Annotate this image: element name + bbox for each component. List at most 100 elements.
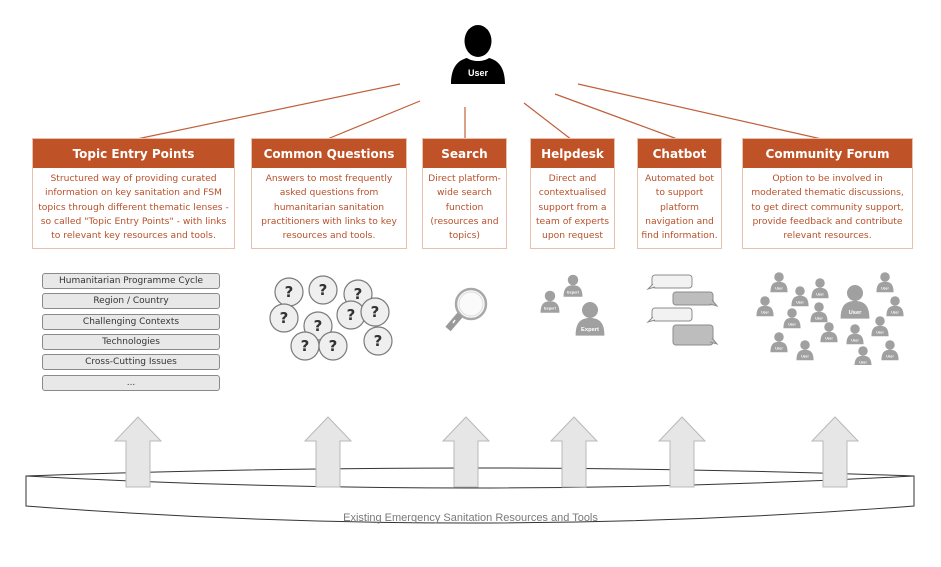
svg-text:User: User bbox=[849, 310, 863, 316]
platform-label: Existing Emergency Sanitation Resources … bbox=[343, 512, 598, 524]
lens-item[interactable]: ... bbox=[42, 375, 220, 391]
chat-bubble-bot bbox=[646, 274, 693, 291]
card-title: Search bbox=[423, 139, 506, 168]
connector-community-forum bbox=[577, 83, 827, 141]
chat-bubbles-icon bbox=[646, 274, 719, 346]
svg-text:Expert: Expert bbox=[581, 327, 599, 333]
card-description: Answers to most frequently asked questio… bbox=[261, 173, 397, 242]
svg-text:?: ? bbox=[285, 283, 294, 301]
svg-text:User: User bbox=[815, 316, 823, 320]
svg-text:Expert: Expert bbox=[544, 307, 556, 311]
community-person: User bbox=[783, 308, 801, 329]
platform-top-edge bbox=[25, 475, 915, 489]
connector-chatbot bbox=[554, 93, 681, 141]
svg-text:?: ? bbox=[374, 332, 383, 350]
svg-text:?: ? bbox=[280, 309, 289, 327]
community-person: User bbox=[756, 296, 774, 317]
question-bubble: ? bbox=[363, 326, 393, 356]
svg-text:User: User bbox=[859, 360, 867, 364]
svg-text:User: User bbox=[801, 354, 809, 358]
lens-item[interactable]: Challenging Contexts bbox=[42, 314, 220, 330]
community-person: User bbox=[840, 285, 870, 319]
up-arrow-icon bbox=[441, 416, 491, 488]
lens-item[interactable]: Humanitarian Programme Cycle bbox=[42, 273, 220, 289]
question-bubbles-icon: ?????????? bbox=[269, 275, 393, 361]
question-bubble: ? bbox=[274, 277, 304, 307]
svg-text:User: User bbox=[851, 338, 859, 342]
card-description: Structured way of providing curated info… bbox=[38, 173, 229, 242]
card-search: Search Direct platform-wide search funct… bbox=[422, 138, 507, 249]
svg-text:?: ? bbox=[329, 337, 338, 355]
svg-text:?: ? bbox=[371, 303, 380, 321]
up-arrow-icon bbox=[657, 416, 707, 488]
card-title: Common Questions bbox=[252, 139, 406, 168]
svg-text:User: User bbox=[881, 286, 889, 290]
community-person: User bbox=[886, 296, 904, 317]
question-bubble: ? bbox=[318, 331, 348, 361]
svg-text:?: ? bbox=[354, 285, 363, 303]
community-person: User bbox=[796, 340, 814, 361]
up-arrow-icon bbox=[549, 416, 599, 488]
svg-text:User: User bbox=[775, 286, 783, 290]
card-title: Topic Entry Points bbox=[33, 139, 234, 168]
up-arrow-icon bbox=[303, 416, 353, 488]
svg-text:User: User bbox=[891, 310, 899, 314]
community-person: User bbox=[811, 278, 829, 299]
community-person: User bbox=[810, 302, 828, 323]
card-chatbot: Chatbot Automated bot to support platfor… bbox=[637, 138, 722, 249]
svg-text:?: ? bbox=[319, 281, 328, 299]
svg-text:User: User bbox=[788, 322, 796, 326]
svg-text:Expert: Expert bbox=[567, 291, 579, 295]
user-label: User bbox=[467, 68, 488, 78]
lens-item[interactable]: Technologies bbox=[42, 334, 220, 350]
lens-item[interactable]: Region / Country bbox=[42, 293, 220, 309]
up-arrow-icon bbox=[113, 416, 163, 488]
community-person: User bbox=[881, 340, 899, 361]
lens-item[interactable]: Cross-Cutting Issues bbox=[42, 354, 220, 370]
question-bubble: ? bbox=[308, 275, 338, 305]
chat-bubble-bot bbox=[646, 307, 693, 324]
community-person: User bbox=[770, 332, 788, 353]
card-common-questions: Common Questions Answers to most frequen… bbox=[251, 138, 407, 249]
question-bubble: ? bbox=[269, 303, 299, 333]
svg-text:User: User bbox=[796, 300, 804, 304]
community-person: User bbox=[791, 286, 809, 307]
chat-bubble-user bbox=[672, 291, 719, 307]
expert-person: Expert bbox=[540, 290, 560, 313]
card-description: Automated bot to support platform naviga… bbox=[641, 173, 718, 242]
chat-bubble-user bbox=[672, 324, 719, 346]
card-title: Chatbot bbox=[638, 139, 721, 168]
svg-text:?: ? bbox=[314, 317, 323, 335]
card-description: Direct platform-wide search function (re… bbox=[428, 173, 501, 242]
card-title: Community Forum bbox=[743, 139, 912, 168]
card-helpdesk: Helpdesk Direct and contextualised suppo… bbox=[530, 138, 615, 249]
community-person: User bbox=[820, 322, 838, 343]
user-icon bbox=[451, 25, 505, 84]
svg-text:User: User bbox=[761, 310, 769, 314]
community-person: User bbox=[854, 346, 872, 365]
svg-text:User: User bbox=[876, 330, 884, 334]
svg-text:User: User bbox=[775, 346, 783, 350]
svg-text:?: ? bbox=[301, 337, 310, 355]
expert-person: Expert bbox=[575, 302, 605, 336]
connector-helpdesk bbox=[523, 102, 573, 141]
card-description: Option to be involved in moderated thema… bbox=[751, 173, 904, 242]
community-person: User bbox=[876, 272, 894, 293]
up-arrow-icon bbox=[810, 416, 860, 488]
connector-topic-entry-points bbox=[131, 83, 401, 141]
question-bubble: ? bbox=[360, 297, 390, 327]
community-person: User bbox=[846, 324, 864, 345]
card-community-forum: Community Forum Option to be involved in… bbox=[742, 138, 913, 249]
card-topic-entry-points: Topic Entry Points Structured way of pro… bbox=[32, 138, 235, 249]
community-users-icon: UserUserUserUserUserUserUserUserUserUser… bbox=[756, 272, 904, 365]
svg-text:User: User bbox=[816, 292, 824, 296]
svg-text:User: User bbox=[825, 336, 833, 340]
card-title: Helpdesk bbox=[531, 139, 614, 168]
connector-common-questions bbox=[324, 100, 421, 141]
community-person: User bbox=[871, 316, 889, 337]
card-description: Direct and contextualised support from a… bbox=[535, 173, 610, 242]
expert-person: Expert bbox=[563, 274, 583, 297]
